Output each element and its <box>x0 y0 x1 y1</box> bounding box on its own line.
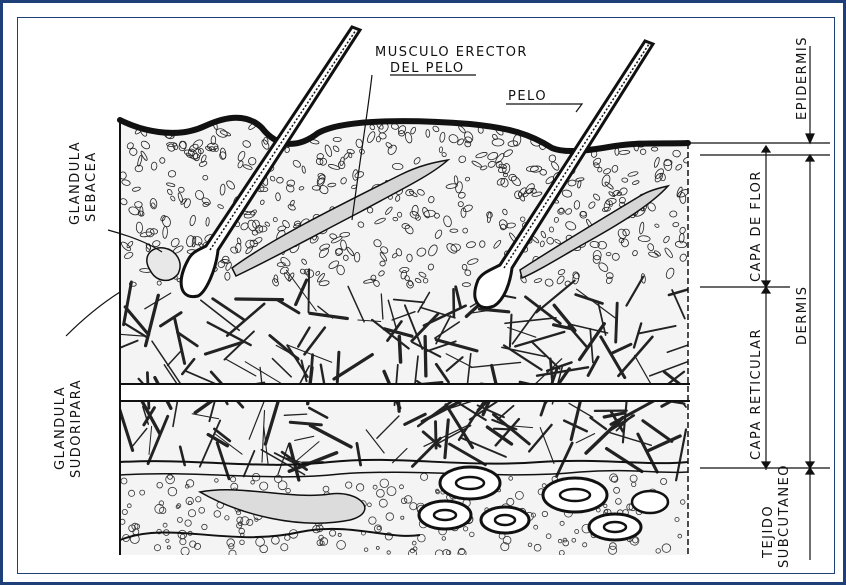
section-gap <box>115 384 695 401</box>
label-epidermis: EPIDERMIS <box>795 36 810 120</box>
label-capa-de-flor: CAPA DE FLOR <box>749 170 764 282</box>
label-tejido-line1: TEJIDO <box>761 505 776 559</box>
label-glandula-sebacea-line2: SEBACEA <box>84 151 99 222</box>
label-glandula-sudoripara-line1: GLANDULA <box>53 386 68 470</box>
label-capa-reticular: CAPA RETICULAR <box>749 328 764 460</box>
label-dermis: DERMIS <box>795 285 810 345</box>
label-glandula-sebacea-line1: GLANDULA <box>68 141 83 225</box>
label-tejido-line2: SUBCUTANEO <box>777 464 792 568</box>
label-musculo-erector-line1: MUSCULO ERECTOR <box>375 45 528 60</box>
label-musculo-erector-line2: DEL PELO <box>390 61 465 76</box>
label-glandula-sudoripara-line2: SUDORIPARA <box>69 379 84 478</box>
label-pelo: PELO <box>508 89 547 104</box>
